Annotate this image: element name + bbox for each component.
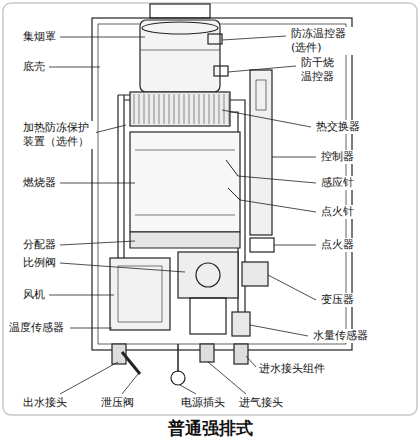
part-label: 控制器 bbox=[320, 150, 355, 164]
part-label: 变压器 bbox=[320, 293, 355, 307]
part-label: 进水接头组件 bbox=[258, 362, 326, 376]
part-label: 集烟罩 bbox=[22, 30, 57, 44]
part-label: 点火器 bbox=[320, 238, 355, 252]
part-label: 风机 bbox=[22, 288, 46, 302]
part-label: 进气接头 bbox=[238, 396, 284, 410]
part-label: 防干烧 温控器 bbox=[300, 56, 344, 84]
part-label: 比例阀 bbox=[22, 256, 57, 270]
part-label: 温度传感器 bbox=[8, 321, 65, 335]
part-label: 热交换器 bbox=[315, 120, 361, 134]
part-label: 燃烧器 bbox=[22, 176, 57, 190]
part-label: 底壳 bbox=[22, 60, 46, 74]
part-label: 泄压阀 bbox=[100, 396, 135, 410]
part-label: 点火针 bbox=[320, 205, 355, 219]
part-label: 防冻温控器 (选件) bbox=[290, 27, 354, 55]
part-label: 感应针 bbox=[320, 176, 355, 190]
part-label: 出水接头 bbox=[22, 396, 68, 410]
part-label: 电源插头 bbox=[180, 396, 226, 410]
part-label: 分配器 bbox=[22, 238, 57, 252]
caption: 普通强排式 bbox=[0, 418, 420, 438]
part-label: 水量传感器 bbox=[312, 329, 369, 343]
part-label: 加热防冻保护 装置（选件） bbox=[22, 121, 96, 149]
